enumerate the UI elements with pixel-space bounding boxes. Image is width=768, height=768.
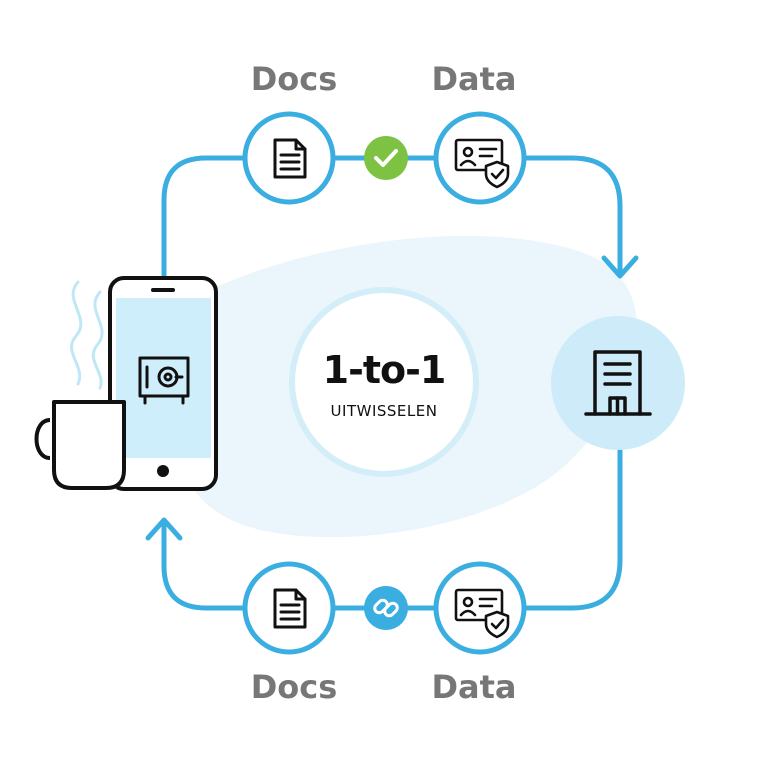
top-docs-node (242, 111, 336, 205)
arrow-down-icon (601, 255, 639, 279)
bottom-docs-label: Docs (250, 668, 338, 706)
chain-link-icon (373, 598, 399, 618)
bottom-data-node (433, 561, 527, 655)
top-data-label: Data (431, 60, 517, 98)
bottom-docs-node (242, 561, 336, 655)
connector-phone-to-top-docs (161, 155, 247, 278)
connector-top-data-to-building (523, 155, 623, 275)
flow-connector-lines (145, 155, 639, 611)
connector-bottom-docs-to-phone (161, 521, 247, 611)
id-card-shield-icon (454, 138, 510, 189)
center-circle (289, 287, 479, 477)
center-subtitle: UITWISSELEN (330, 402, 438, 420)
checkmark-icon (374, 149, 398, 167)
id-card-shield-icon (454, 588, 510, 639)
top-docs-label: Docs (250, 60, 338, 98)
check-badge (364, 136, 408, 180)
link-badge (364, 586, 408, 630)
arrow-up-icon (145, 517, 183, 541)
bottom-data-label: Data (431, 668, 517, 706)
top-data-node (433, 111, 527, 205)
vault-safe-icon (138, 356, 190, 405)
building-node (551, 316, 685, 450)
center-title: 1-to-1 (322, 348, 447, 392)
document-icon (273, 138, 307, 179)
office-building-icon (584, 350, 652, 416)
document-icon (273, 588, 307, 629)
coffee-mug-icon (34, 400, 126, 490)
smartphone-icon (108, 276, 218, 491)
steam-lines (70, 280, 104, 390)
connector-building-to-bottom-data (523, 447, 623, 611)
